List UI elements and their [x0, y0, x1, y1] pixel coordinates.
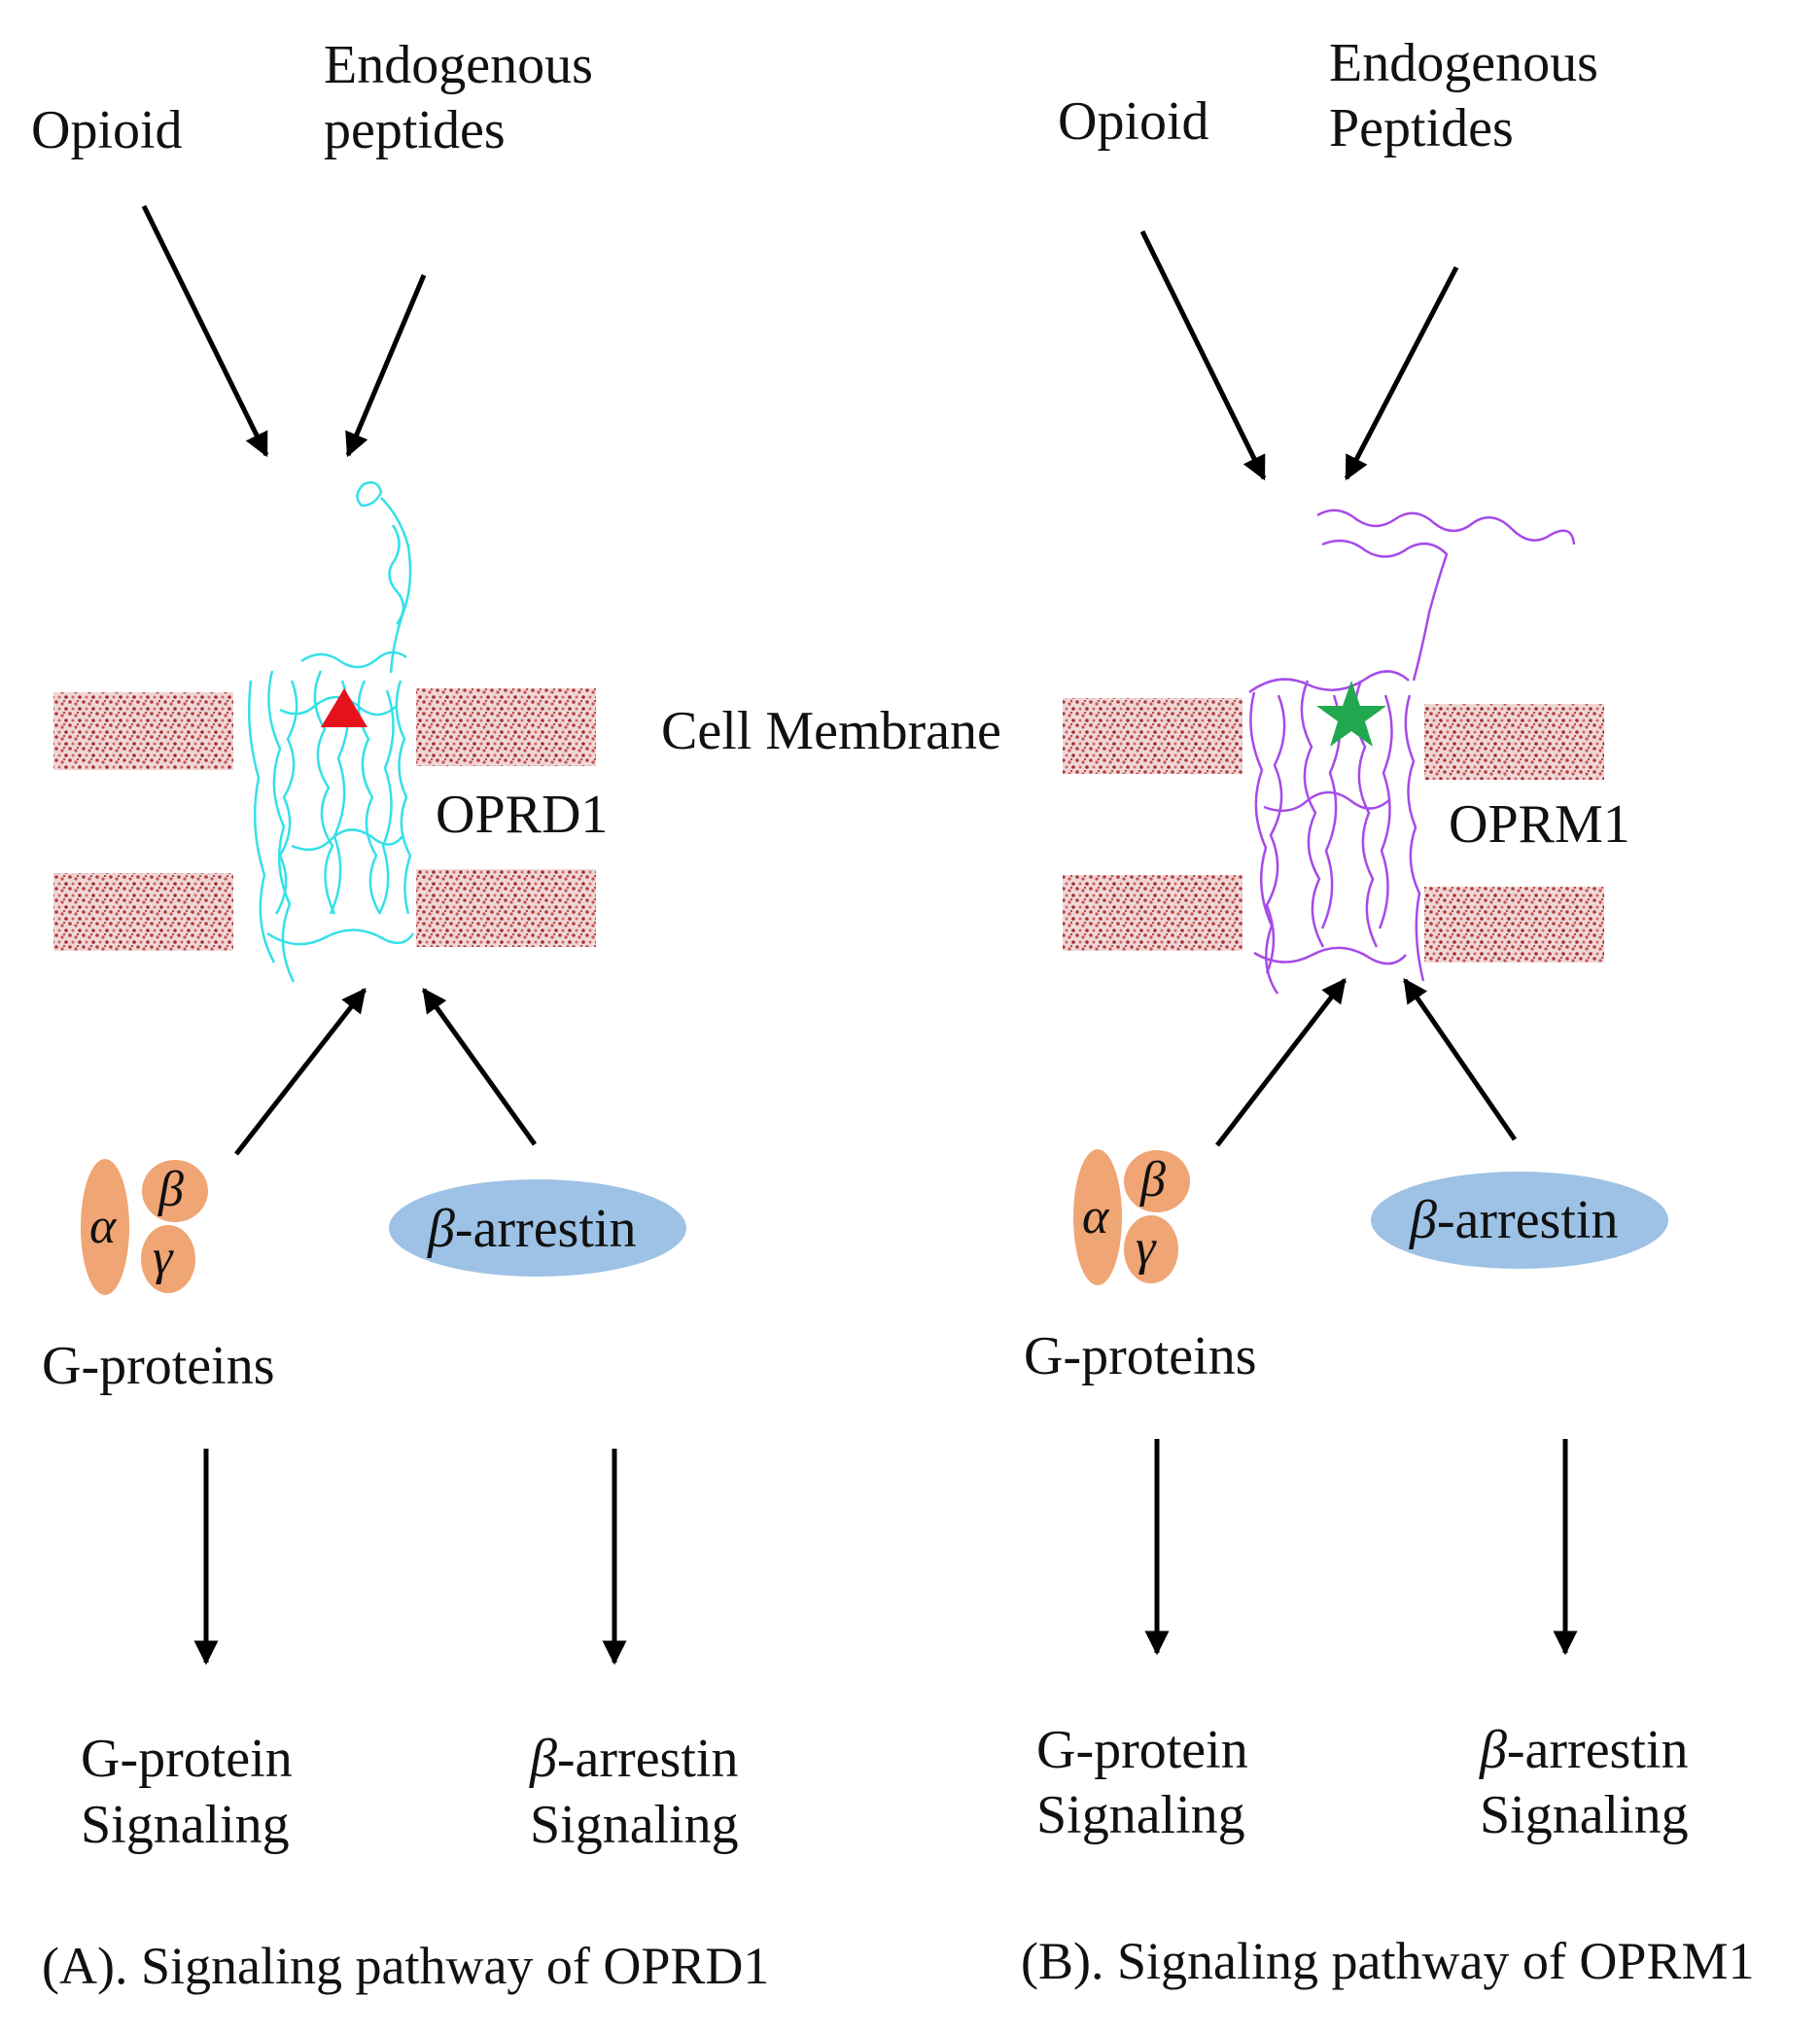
- g-protein-signaling-line2: Signaling: [1036, 1785, 1245, 1845]
- oprd1-receptor-structure: [247, 481, 415, 983]
- oprd1-label: OPRD1: [436, 785, 608, 845]
- g-protein-signaling-line1: G-protein: [1036, 1720, 1248, 1780]
- arrestin-to-receptor-arrow: [1402, 977, 1518, 1141]
- beta-arrestin-signaling-line1: β-arrestin: [1479, 1720, 1688, 1780]
- beta-arrestin-ellipse: [389, 1179, 686, 1277]
- peptide-arrow: [1344, 265, 1459, 481]
- g-alpha-subunit: [81, 1159, 129, 1295]
- peptide-arrow: [345, 274, 427, 458]
- membrane-upper-right: [1424, 704, 1604, 780]
- beta-arrestin-signaling-line2: Signaling: [1480, 1785, 1689, 1845]
- membrane-lower-left: [1063, 875, 1242, 951]
- g-beta-subunit: [142, 1160, 208, 1222]
- beta-arrestin-ellipse: [1371, 1172, 1668, 1269]
- panel-a: Opioid Endogenous peptides OPRD1: [31, 35, 769, 1995]
- g-gamma-subunit: [1124, 1215, 1178, 1283]
- alpha-symbol: α: [89, 1199, 118, 1254]
- gamma-symbol: γ: [153, 1230, 174, 1285]
- oprm1-receptor-structure: [1248, 508, 1576, 995]
- beta-arrestin-label: β-arrestin: [427, 1199, 636, 1259]
- beta-symbol: β: [158, 1162, 184, 1217]
- g-proteins-label: G-proteins: [1024, 1326, 1257, 1386]
- opioid-label: Opioid: [1058, 91, 1209, 152]
- alpha-symbol: α: [1082, 1189, 1110, 1244]
- membrane-upper-left: [1063, 698, 1242, 774]
- beta-arrestin-signaling-line2: Signaling: [530, 1795, 739, 1855]
- g-protein-complex: α β γ: [1073, 1149, 1190, 1285]
- endogenous-label-line2: peptides: [324, 100, 506, 160]
- cell-membrane-label: Cell Membrane: [661, 701, 1001, 761]
- membrane-lower-right: [1424, 887, 1604, 963]
- membrane-lower-left: [53, 873, 233, 951]
- gprotein-to-receptor-arrow: [1215, 978, 1347, 1147]
- beta-symbol: β: [1139, 1152, 1166, 1208]
- opioid-arrow: [1139, 229, 1267, 481]
- oprm1-label: OPRM1: [1449, 794, 1630, 855]
- panel-b: Opioid Endogenous Peptides OPRM1: [1021, 33, 1754, 1990]
- g-proteins-label: G-proteins: [42, 1336, 275, 1396]
- beta-arrestin-label: β-arrestin: [1409, 1190, 1618, 1250]
- membrane-upper-right: [416, 688, 596, 766]
- membrane-lower-right: [416, 869, 596, 947]
- oprd1-ligand-triangle-marker: [321, 688, 368, 727]
- membrane-upper-left: [53, 692, 233, 770]
- opioid-label: Opioid: [31, 100, 183, 160]
- endogenous-label-line1: Endogenous: [324, 35, 593, 95]
- oprm1-ligand-star-marker: [1316, 681, 1386, 747]
- caption-a: (A). Signaling pathway of OPRD1: [42, 1937, 769, 1995]
- opioid-arrow: [141, 204, 269, 458]
- g-beta-subunit: [1124, 1150, 1190, 1212]
- caption-b: (B). Signaling pathway of OPRM1: [1021, 1932, 1754, 1990]
- endogenous-label-line1: Endogenous: [1329, 33, 1598, 93]
- arrestin-to-receptor-arrow: [421, 987, 538, 1146]
- gprotein-to-receptor-arrow: [234, 988, 367, 1156]
- g-alpha-subunit: [1073, 1149, 1122, 1285]
- g-gamma-subunit: [141, 1225, 195, 1293]
- beta-arrestin-signaling-line1: β-arrestin: [529, 1729, 738, 1789]
- g-protein-signaling-line1: G-protein: [81, 1729, 293, 1789]
- endogenous-label-line2: Peptides: [1329, 98, 1514, 158]
- g-protein-complex: α β γ: [81, 1159, 208, 1295]
- g-protein-signaling-line2: Signaling: [81, 1795, 290, 1855]
- gamma-symbol: γ: [1136, 1220, 1157, 1276]
